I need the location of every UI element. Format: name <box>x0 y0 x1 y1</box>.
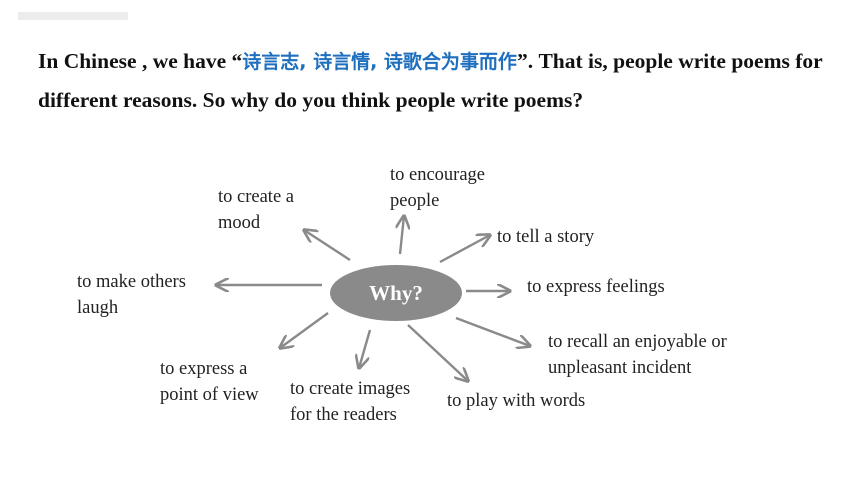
arrow-play-words <box>407 324 468 381</box>
branch-line: people <box>390 191 440 211</box>
branch-line: point of view <box>160 385 259 405</box>
branch-line: unpleasant incident <box>548 358 692 378</box>
center-label: Why? <box>369 280 423 305</box>
branch-line: to tell a story <box>497 227 595 247</box>
branch-play-words: to play with words <box>447 388 585 414</box>
top-accent-bar <box>18 12 128 20</box>
arrow-recall <box>455 316 530 346</box>
branch-encourage: to encourage people <box>390 162 485 214</box>
arrow-tell-story <box>439 235 490 264</box>
branch-line: to create a <box>218 187 294 207</box>
branch-line: to create images <box>290 379 411 399</box>
branch-point-of-view: to express a point of view <box>160 356 259 408</box>
intro-text-end: ”. That is, people write poems for diffe… <box>38 49 823 112</box>
branch-create-mood: to create a mood <box>218 184 294 236</box>
branch-line: laugh <box>77 298 119 318</box>
branch-express-feelings: to express feelings <box>527 274 665 300</box>
intro-paragraph: In Chinese , we have “诗言志, 诗言情, 诗歌合为事而作”… <box>38 42 828 119</box>
branch-line: to encourage <box>390 165 486 185</box>
branch-line: to make others <box>77 272 186 292</box>
branch-create-images: to create images for the readers <box>290 376 410 428</box>
branch-line: to play with words <box>447 391 586 411</box>
branch-line: to recall an enjoyable or <box>548 332 727 352</box>
branch-line: for the readers <box>290 405 397 425</box>
branch-line: to express feelings <box>527 277 665 297</box>
branch-recall-incident: to recall an enjoyable or unpleasant inc… <box>548 329 727 381</box>
arrow-create-mood <box>304 230 351 262</box>
arrow-encourage <box>400 216 404 255</box>
branch-make-laugh: to make others laugh <box>77 269 186 321</box>
branch-line: mood <box>218 213 261 233</box>
arrow-create-images <box>359 329 372 368</box>
mindmap-center-why: Why? <box>330 265 462 321</box>
branch-line: to express a <box>160 359 248 379</box>
branch-tell-story: to tell a story <box>497 224 594 250</box>
intro-text-start: In Chinese , we have “ <box>38 49 243 73</box>
arrow-point-of-view <box>280 312 329 348</box>
chinese-quote: 诗言志, 诗言情, 诗歌合为事而作 <box>242 51 517 73</box>
